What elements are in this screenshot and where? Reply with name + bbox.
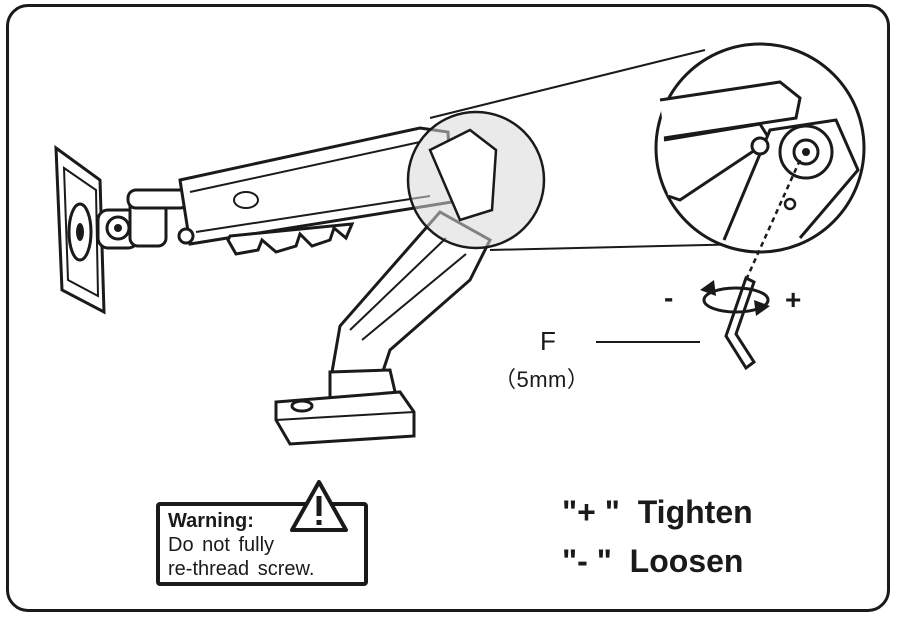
diagram-frame <box>6 4 890 612</box>
legend-loosen: "- " Loosen <box>562 543 743 580</box>
warning-line-1: Do not fully <box>168 534 275 556</box>
tilt-joint <box>96 188 190 250</box>
warning-triangle-icon <box>290 480 348 532</box>
hex-key-guide <box>744 159 802 281</box>
legend-tighten-symbol: "+ " <box>562 494 620 530</box>
legend-loosen-action: Loosen <box>629 543 744 579</box>
zoom-line-bottom <box>489 243 751 251</box>
rotation-arrow-icon <box>700 280 770 316</box>
elbow-joint <box>428 128 498 222</box>
vesa-plate <box>54 144 106 315</box>
hex-key-icon <box>724 275 757 371</box>
legend-loosen-symbol: "- " <box>562 543 612 579</box>
legend-tighten-action: Tighten <box>637 494 753 530</box>
loosen-direction-label: - <box>664 282 674 313</box>
legend-tighten: "+ " Tighten <box>562 494 753 531</box>
tool-size-label: （5mm） <box>494 367 590 392</box>
warning-title: Warning: <box>168 510 254 532</box>
tool-label: F <box>540 326 556 356</box>
warning-line-2: re-thread screw. <box>168 558 315 580</box>
clamp-base <box>274 368 416 446</box>
detail-zoom-circle <box>654 42 866 254</box>
zoom-line-top <box>429 49 706 119</box>
tighten-direction-label: + <box>785 284 802 315</box>
